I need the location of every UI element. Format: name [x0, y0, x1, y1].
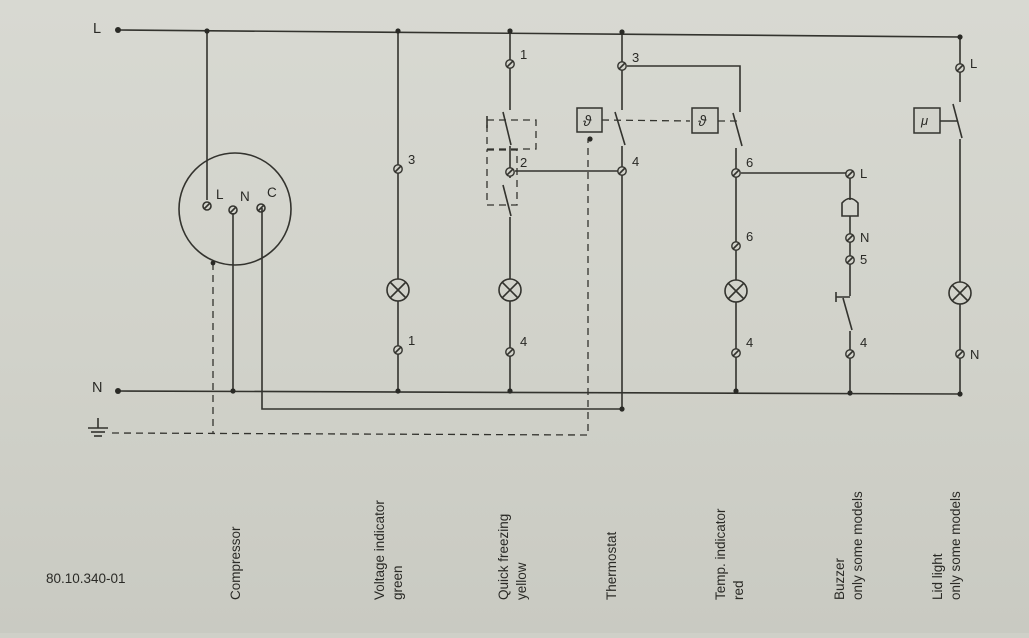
label-quick-freezing-2: yellow — [514, 562, 529, 600]
terminal-6 — [731, 241, 741, 251]
terminal-label: 3 — [408, 152, 415, 167]
label-lid-light-2: only some models — [948, 491, 963, 600]
lamp-icon — [386, 278, 410, 302]
earth-symbol-icon — [88, 418, 108, 437]
terminal-label: N — [970, 347, 979, 362]
label-buzzer-2: only some models — [850, 491, 865, 600]
neutral-terminal-dot — [115, 388, 121, 394]
label-temp-indicator: Temp. indicator — [713, 508, 728, 600]
compressor-pin-C-label: C — [267, 185, 277, 200]
label-voltage-indicator-2: green — [390, 565, 405, 600]
label-lid-light: Lid light — [930, 553, 945, 600]
terminal-label: 3 — [632, 50, 639, 65]
label-voltage-indicator: Voltage indicator — [372, 500, 387, 600]
terminal-2 — [505, 167, 515, 177]
buzzer-branch: L N 5 4 — [835, 166, 869, 396]
neutral-rail — [117, 390, 961, 395]
lamp-icon — [498, 278, 522, 302]
terminal-1 — [505, 59, 515, 69]
terminal-label: L — [860, 166, 867, 181]
terminal-5 — [845, 255, 855, 265]
thermostat-branch: 3 ϑ 4 — [576, 29, 741, 412]
terminal-N — [955, 349, 965, 359]
terminal-label: 5 — [860, 252, 867, 267]
terminal-L — [845, 169, 855, 179]
terminal-label: 1 — [520, 47, 527, 62]
terminal-N — [845, 233, 855, 243]
compressor-terminal-C — [256, 203, 266, 213]
terminal-label: 4 — [860, 335, 867, 350]
compressor-terminal-L — [202, 201, 212, 211]
thermostat-sensor-icon — [576, 107, 603, 133]
micro-switch-icon — [913, 107, 941, 134]
terminal-4 — [617, 166, 627, 176]
micro-switch-symbol: μ — [920, 113, 928, 128]
compressor-symbol: L N C — [178, 28, 292, 394]
compressor-pin-N-label: N — [240, 189, 250, 204]
terminal-6 — [731, 168, 741, 178]
lamp-icon — [724, 279, 748, 303]
terminal-label: 4 — [520, 334, 527, 349]
terminal-label: 4 — [746, 335, 753, 350]
terminal-label: L — [970, 56, 977, 71]
document-number: 80.10.340-01 — [46, 571, 126, 586]
terminal-label: 4 — [632, 154, 639, 169]
terminal-3 — [393, 164, 403, 174]
label-thermostat: Thermostat — [604, 531, 619, 600]
compressor-c-return-wire — [261, 208, 620, 410]
rail-label-N: N — [92, 380, 102, 396]
terminal-label: 1 — [408, 333, 415, 348]
thermostat-symbol: ϑ — [583, 113, 592, 130]
terminal-label: 2 — [520, 155, 527, 170]
terminal-4 — [505, 347, 515, 357]
label-buzzer: Buzzer — [832, 557, 847, 600]
quick-freezing-switch-box — [486, 119, 537, 150]
voltage-indicator-branch: 3 1 — [386, 28, 415, 394]
live-rail — [117, 29, 961, 38]
lamp-icon — [948, 281, 972, 305]
terminal-label: N — [860, 230, 869, 245]
temp-indicator-branch: ϑ 6 6 4 — [691, 107, 850, 394]
label-quick-freezing: Quick freezing — [496, 514, 511, 600]
terminal-3 — [617, 61, 627, 71]
temp-sensor-icon — [691, 107, 719, 134]
label-compressor: Compressor — [228, 526, 243, 600]
temp-sensor-symbol: ϑ — [698, 113, 707, 130]
live-terminal-dot — [115, 27, 121, 33]
buzzer-icon — [841, 197, 859, 217]
earth-dashed-line — [111, 139, 589, 436]
terminal-label: 6 — [746, 229, 753, 244]
terminal-4 — [845, 349, 855, 359]
lid-light-branch: L μ N — [913, 34, 979, 397]
terminal-label: 6 — [746, 155, 753, 170]
terminal-4 — [731, 348, 741, 358]
terminal-1 — [393, 345, 403, 355]
compressor-pin-L-label: L — [216, 187, 224, 202]
compressor-terminal-N — [228, 205, 238, 215]
quick-freezing-branch: 1 2 4 — [486, 28, 620, 394]
label-temp-indicator-2: red — [731, 580, 746, 600]
rail-label-L: L — [93, 21, 101, 37]
terminal-L — [955, 63, 965, 73]
quick-freezing-switch-box-2 — [486, 149, 518, 206]
